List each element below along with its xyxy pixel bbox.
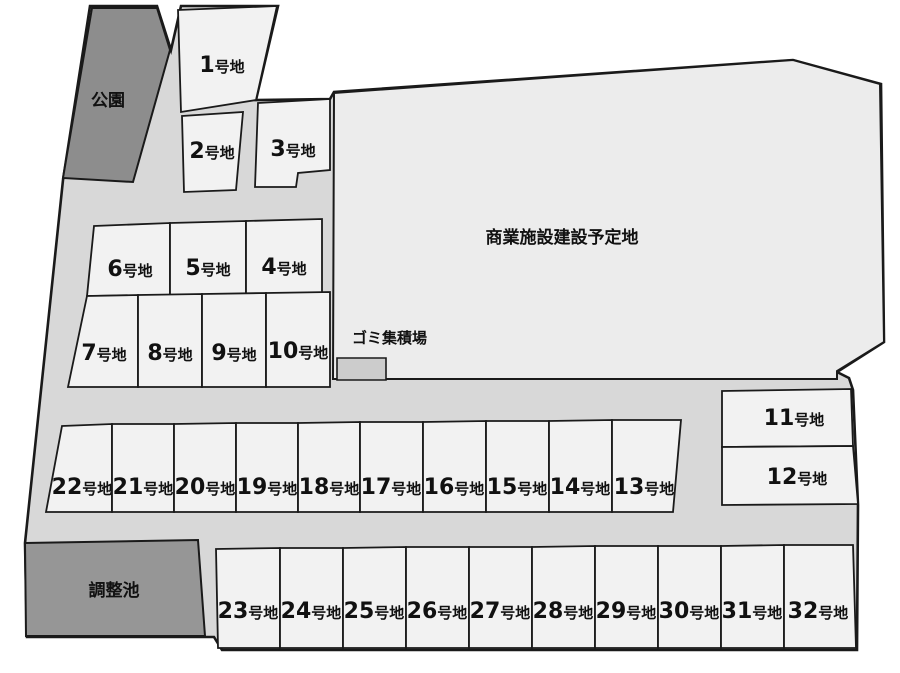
plot-17-label: 17号地 <box>361 475 422 500</box>
plot-24-shape <box>279 547 344 649</box>
plot-23-label: 23号地 <box>218 599 279 624</box>
plot-3-label: 3号地 <box>270 137 315 162</box>
plot-26-shape <box>405 546 470 649</box>
plot-11: 11号地 <box>721 388 854 448</box>
plot-19: 19号地 <box>235 422 299 513</box>
plot-26: 26号地 <box>405 546 470 649</box>
commercial-area-shape <box>331 58 886 380</box>
plot-4: 4号地 <box>245 218 323 296</box>
plot-22: 22号地 <box>44 423 113 513</box>
plot-30: 30号地 <box>657 545 722 649</box>
plot-1: 1号地 <box>177 5 279 114</box>
plot-7-label: 7号地 <box>81 341 126 366</box>
area-commercial: 商業施設建設予定地 <box>331 58 886 380</box>
plot-25: 25号地 <box>342 546 407 649</box>
plot-7: 7号地 <box>66 294 139 388</box>
plot-10-label: 10号地 <box>268 339 329 364</box>
plot-5: 5号地 <box>169 220 247 296</box>
plot-13: 13号地 <box>611 419 682 513</box>
plot-24-label: 24号地 <box>281 599 342 624</box>
plot-2-label: 2号地 <box>189 139 234 164</box>
plot-3-shape <box>254 98 331 188</box>
garbage-shape <box>336 357 387 381</box>
plot-22-label: 22号地 <box>52 475 113 500</box>
plot-25-shape <box>342 546 407 649</box>
garbage-label: ゴミ集積場 <box>352 329 427 347</box>
plot-27-label: 27号地 <box>470 599 531 624</box>
plot-9: 9号地 <box>201 292 267 388</box>
plot-16-label: 16号地 <box>424 475 485 500</box>
plot-20: 20号地 <box>173 422 237 513</box>
plot-2-shape <box>181 111 244 193</box>
plot-12: 12号地 <box>721 445 859 506</box>
plot-5-label: 5号地 <box>185 256 230 281</box>
plot-28-label: 28号地 <box>533 599 594 624</box>
plot-30-label: 30号地 <box>659 599 720 624</box>
pond-label: 調整池 <box>89 580 140 601</box>
plot-29-shape <box>594 545 659 649</box>
area-park: 公園 <box>61 7 172 184</box>
plot-21-label: 21号地 <box>113 475 174 500</box>
commercial-area-label: 商業施設建設予定地 <box>486 227 639 248</box>
plot-23-shape <box>215 547 281 649</box>
area-garbage: ゴミ集積場 <box>336 329 427 381</box>
plot-24: 24号地 <box>279 547 344 649</box>
plot-2: 2号地 <box>181 111 244 193</box>
plot-9-label: 9号地 <box>211 341 256 366</box>
plot-3: 3号地 <box>254 98 331 188</box>
park-shape <box>61 7 172 184</box>
plot-15-label: 15号地 <box>487 475 548 500</box>
plot-28-shape <box>531 545 596 649</box>
plot-1-label: 1号地 <box>199 53 244 78</box>
plot-26-label: 26号地 <box>407 599 468 624</box>
plot-18: 18号地 <box>297 421 361 513</box>
plot-12-shape <box>721 445 859 506</box>
plot-4-shape <box>245 218 323 296</box>
plot-5-shape <box>169 220 247 296</box>
park-label: 公園 <box>91 91 125 111</box>
plot-27: 27号地 <box>468 546 533 649</box>
plot-14: 14号地 <box>548 419 613 513</box>
plot-29-label: 29号地 <box>596 599 657 624</box>
plot-32-label: 32号地 <box>788 599 849 624</box>
plot-32: 32号地 <box>783 544 857 649</box>
plot-21: 21号地 <box>111 423 175 513</box>
plot-4-label: 4号地 <box>261 255 306 280</box>
plot-12-label: 12号地 <box>767 465 828 490</box>
area-pond: 調整池 <box>23 538 207 637</box>
plot-25-label: 25号地 <box>344 599 405 624</box>
plot-13-label: 13号地 <box>614 475 675 500</box>
plot-18-label: 18号地 <box>299 475 360 500</box>
plot-6: 6号地 <box>86 222 171 297</box>
plot-6-label: 6号地 <box>107 257 152 282</box>
plot-29: 29号地 <box>594 545 659 649</box>
plot-27-shape <box>468 546 533 649</box>
plot-31-shape <box>720 544 785 649</box>
plot-31-label: 31号地 <box>722 599 783 624</box>
plot-30-shape <box>657 545 722 649</box>
plot-11-label: 11号地 <box>764 406 825 431</box>
plot-8: 8号地 <box>137 293 203 388</box>
plot-6-shape <box>86 222 171 297</box>
plot-19-label: 19号地 <box>237 475 298 500</box>
plot-17: 17号地 <box>359 421 424 513</box>
plot-10: 10号地 <box>265 291 331 388</box>
plot-1-shape <box>177 5 279 114</box>
plot-9-shape <box>201 292 267 388</box>
plot-32-shape <box>783 544 857 649</box>
plot-10-shape <box>265 291 331 388</box>
plot-20-label: 20号地 <box>175 475 236 500</box>
plot-13-shape <box>611 419 682 513</box>
plot-16: 16号地 <box>422 420 487 513</box>
plot-23: 23号地 <box>215 547 281 649</box>
plot-15: 15号地 <box>485 420 550 513</box>
pond-shape <box>23 538 207 637</box>
plot-14-label: 14号地 <box>550 475 611 500</box>
plot-8-label: 8号地 <box>147 341 192 366</box>
plot-31: 31号地 <box>720 544 785 649</box>
plot-28: 28号地 <box>531 545 596 649</box>
